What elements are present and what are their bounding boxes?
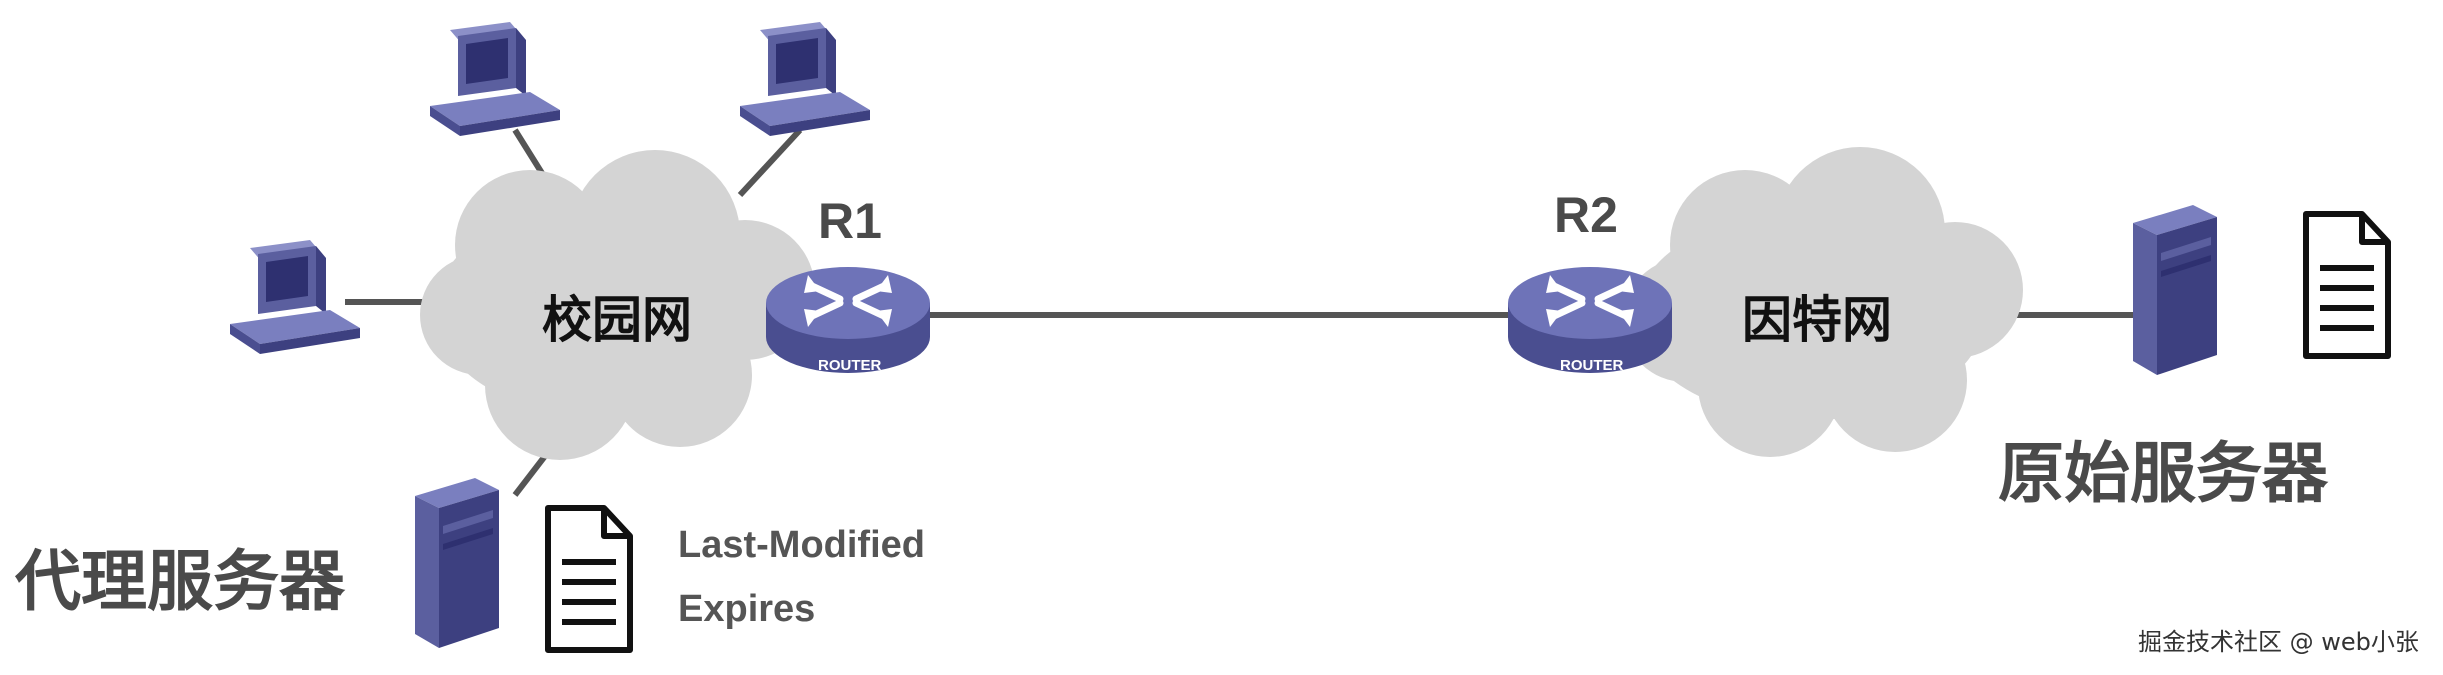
proxy-document-icon: [548, 508, 630, 650]
campus-net-label: 校园网: [542, 291, 692, 349]
last-modified-label: Last-Modified: [678, 524, 925, 566]
computer-icon-top-right: [740, 22, 870, 136]
expires-label: Expires: [678, 588, 816, 630]
computer-icon-top-left: [430, 22, 560, 136]
computer-icon-left: [230, 240, 360, 354]
router2-label: R2: [1554, 187, 1618, 243]
router1-label: R1: [818, 193, 882, 249]
origin-server-label: 原始服务器: [1998, 435, 2328, 512]
origin-server-icon: [2133, 205, 2217, 375]
router2-badge: ROUTER: [1560, 357, 1624, 374]
link-pc-top-right: [737, 127, 803, 198]
router-icon-r1: [766, 267, 930, 373]
origin-document-icon: [2306, 214, 2388, 356]
router1-badge: ROUTER: [818, 357, 882, 374]
proxy-server-label: 代理服务器: [15, 543, 345, 620]
internet-label: 因特网: [1742, 291, 1892, 349]
router-icon-r2: [1508, 267, 1672, 373]
internet-cloud: [1623, 147, 2023, 457]
watermark: 掘金技术社区 @ web小张: [2138, 628, 2419, 656]
proxy-server-icon: [415, 478, 499, 648]
